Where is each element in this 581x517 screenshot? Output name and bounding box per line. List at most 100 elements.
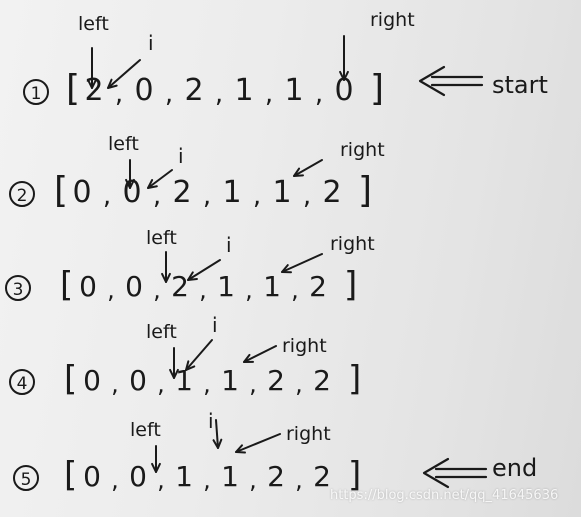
close-bracket: ] bbox=[348, 455, 361, 495]
comma: , bbox=[203, 181, 211, 211]
pointer-arrow-left bbox=[87, 47, 97, 89]
pointer-arrow-right bbox=[281, 253, 323, 274]
open-bracket: [ bbox=[64, 455, 77, 495]
marker-label: end bbox=[492, 454, 537, 482]
pointer-label-left: left bbox=[78, 13, 109, 35]
pointer-arrow-i bbox=[187, 259, 221, 281]
pointer-label-i: i bbox=[212, 313, 218, 337]
pointer-arrow-left bbox=[125, 159, 135, 189]
array-element: 1 bbox=[221, 460, 239, 493]
open-bracket: [ bbox=[60, 265, 73, 305]
pointer-arrow-left bbox=[161, 251, 171, 283]
array-element: 2 bbox=[309, 270, 327, 303]
array-element: 2 bbox=[172, 175, 191, 210]
comma: , bbox=[165, 79, 173, 109]
comma: , bbox=[249, 370, 257, 398]
array-element: 1 bbox=[221, 364, 239, 397]
comma: , bbox=[153, 276, 161, 304]
pointer-label-left: left bbox=[130, 419, 161, 441]
array-element: 1 bbox=[234, 73, 253, 108]
comma: , bbox=[199, 276, 207, 304]
comma: , bbox=[265, 79, 273, 109]
pointer-arrow-right bbox=[243, 345, 277, 363]
step-number: 5 bbox=[21, 470, 32, 490]
open-bracket: [ bbox=[66, 68, 80, 109]
step-number: 1 bbox=[31, 84, 42, 104]
array-element: 2 bbox=[322, 175, 341, 210]
comma: , bbox=[291, 276, 299, 304]
comma: , bbox=[115, 79, 123, 109]
step-number-circle bbox=[9, 181, 35, 207]
pointer-label-left: left bbox=[146, 227, 177, 249]
array-element: 2 bbox=[184, 73, 203, 108]
close-bracket: ] bbox=[358, 170, 372, 211]
array-element: 0 bbox=[72, 175, 91, 210]
comma: , bbox=[107, 276, 115, 304]
comma: , bbox=[303, 181, 311, 211]
array-element: 1 bbox=[284, 73, 303, 108]
comma: , bbox=[153, 181, 161, 211]
pointer-label-right: right bbox=[340, 139, 385, 161]
array-element: 2 bbox=[313, 460, 331, 493]
step-number: 3 bbox=[13, 280, 24, 300]
pointer-arrow-right bbox=[235, 433, 281, 454]
close-bracket: ] bbox=[344, 265, 357, 305]
pointer-label-left: left bbox=[146, 321, 177, 343]
array-element: 2 bbox=[267, 460, 285, 493]
array-element: 1 bbox=[222, 175, 241, 210]
array-element: 1 bbox=[175, 364, 193, 397]
step-number-circle bbox=[5, 275, 31, 301]
close-bracket: ] bbox=[348, 359, 361, 399]
pointer-label-i: i bbox=[226, 233, 232, 257]
step-number: 2 bbox=[17, 186, 28, 206]
open-bracket: [ bbox=[64, 359, 77, 399]
step-number-circle bbox=[9, 369, 35, 395]
watermark: https://blog.csdn.net/qq_41645636 bbox=[330, 488, 559, 503]
pointer-arrow-i bbox=[107, 59, 141, 89]
array-element: 0 bbox=[83, 364, 101, 397]
array-element: 2 bbox=[267, 364, 285, 397]
pointer-label-right: right bbox=[330, 233, 375, 255]
comma: , bbox=[203, 370, 211, 398]
step-number-circle bbox=[23, 79, 49, 105]
close-bracket: ] bbox=[370, 68, 384, 109]
pointer-arrow-right bbox=[293, 159, 323, 177]
pointer-arrow-i bbox=[185, 339, 213, 371]
array-element: 1 bbox=[263, 270, 281, 303]
comma: , bbox=[157, 370, 165, 398]
array-element: 2 bbox=[313, 364, 331, 397]
pointer-label-right: right bbox=[370, 9, 415, 31]
array-element: 0 bbox=[129, 460, 147, 493]
comma: , bbox=[203, 466, 211, 494]
comma: , bbox=[111, 466, 119, 494]
pointer-arrow-right bbox=[339, 35, 349, 81]
pointer-label-right: right bbox=[282, 335, 327, 357]
open-bracket: [ bbox=[54, 170, 68, 211]
array-element: 0 bbox=[334, 73, 353, 108]
array-element: 1 bbox=[272, 175, 291, 210]
pointer-label-right: right bbox=[286, 423, 331, 445]
pointer-label-i: i bbox=[148, 31, 154, 55]
array-element: 2 bbox=[171, 270, 189, 303]
array-element: 2 bbox=[84, 73, 103, 108]
comma: , bbox=[245, 276, 253, 304]
pointer-label-i: i bbox=[208, 409, 214, 433]
comma: , bbox=[157, 466, 165, 494]
array-element: 1 bbox=[175, 460, 193, 493]
comma: , bbox=[249, 466, 257, 494]
marker-arrow bbox=[418, 65, 484, 97]
pointer-arrow-left bbox=[169, 347, 179, 379]
comma: , bbox=[295, 466, 303, 494]
step-number-circle bbox=[13, 465, 39, 491]
comma: , bbox=[315, 79, 323, 109]
array-element: 0 bbox=[129, 364, 147, 397]
comma: , bbox=[111, 370, 119, 398]
array-element: 0 bbox=[83, 460, 101, 493]
pointer-arrow-left bbox=[151, 445, 161, 473]
step-number: 4 bbox=[17, 374, 28, 394]
comma: , bbox=[215, 79, 223, 109]
pointer-label-i: i bbox=[178, 144, 184, 168]
array-element: 0 bbox=[79, 270, 97, 303]
